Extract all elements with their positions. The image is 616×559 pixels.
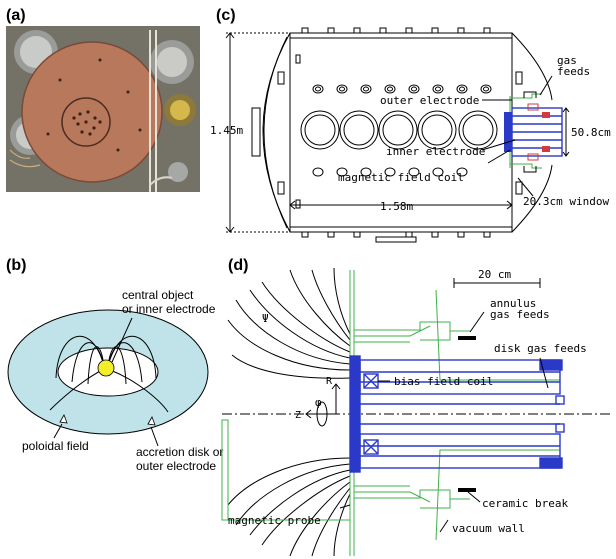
accretion-disk-sketch: [7, 309, 209, 447]
panel-b: (b) central object or inner electrode: [6, 257, 223, 473]
panel-b-label: (b): [6, 257, 26, 274]
gun-cross-section: [221, 267, 610, 557]
gas-feeds-label-2: feeds: [557, 65, 590, 78]
accretion-disk-label: accretion disk or: [136, 445, 223, 459]
chamber-length-label: 1.58m: [380, 200, 413, 213]
chamber-photo: [6, 26, 200, 192]
accretion-disk-label-2: outer electrode: [136, 459, 216, 473]
panel-c-label: (c): [216, 7, 236, 24]
panel-a-label: (a): [6, 7, 26, 24]
phi-label: φ: [315, 396, 322, 409]
ceramic-break-label: ceramic break: [482, 497, 568, 510]
annulus-label-1: annulus: [490, 297, 536, 310]
psi-label: Ψ: [262, 312, 269, 325]
inner-electrode-label: inner electrode: [386, 145, 485, 158]
z-axis-label: Z: [295, 410, 301, 421]
disk-gas-feeds-label: disk gas feeds: [494, 342, 587, 355]
poloidal-field-label: poloidal field: [22, 439, 89, 453]
panel-d: (d): [221, 257, 610, 557]
r-axis-label: R: [326, 376, 333, 387]
chamber-height-label: 1.45m: [210, 124, 243, 137]
annulus-label-2: gas feeds: [490, 308, 550, 321]
central-object-label: central object: [122, 288, 194, 302]
magnetic-probe-label: magnetic probe: [228, 514, 321, 527]
vacuum-chamber-drawing: [225, 27, 570, 243]
panel-a: (a): [6, 7, 200, 192]
panel-d-label: (d): [228, 257, 248, 274]
gas-feeds-label-1: gas: [557, 54, 577, 67]
bias-field-coil-label: bias field coil: [394, 375, 493, 388]
central-object-label-2: or inner electrode: [122, 302, 216, 316]
panel-c: (c): [210, 7, 611, 243]
outer-electrode-label: outer electrode: [380, 94, 479, 107]
vacuum-wall-label: vacuum wall: [452, 522, 525, 535]
scale-bar-label: 20 cm: [478, 268, 511, 281]
magnetic-field-coil-label: magnetic field coil: [338, 171, 464, 184]
diameter-label: 50.8cm: [571, 126, 611, 139]
window-label: 20.3cm window: [523, 195, 609, 208]
